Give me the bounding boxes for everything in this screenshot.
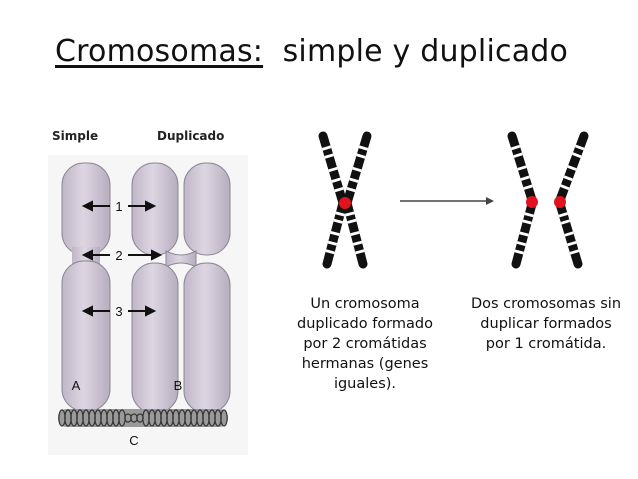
condensed-chromosome [58, 409, 228, 427]
title-underlined: Cromosomas: [55, 34, 264, 69]
marker-2: 2 [115, 248, 122, 263]
caption-duplicated: Un cromosoma duplicado formado por 2 cro… [297, 296, 433, 392]
chromosome-band [519, 231, 529, 237]
label-duplicado: Duplicado [157, 129, 225, 143]
caption-unduplicated: Dos cromosomas sin duplicar formados por… [470, 296, 622, 352]
chromosome-band [513, 152, 523, 158]
chromatid-arm [342, 131, 372, 208]
chromosome-band [355, 249, 365, 255]
chromosome-band [324, 153, 334, 159]
letter-b: B [174, 378, 183, 393]
chromosome-band [567, 165, 577, 171]
chromosome-band [563, 175, 573, 182]
coil-loop [220, 409, 228, 427]
chromosome-band [333, 218, 343, 224]
centromere [554, 196, 566, 208]
unduplicated-chromosomes-diagram [507, 131, 589, 269]
chromosome-band [560, 219, 571, 225]
chromosome-illustration: 1 2 3 A B C [48, 155, 248, 455]
chromatid-arm [555, 131, 589, 205]
chromosome-band [347, 218, 357, 224]
chromosome-band [335, 211, 345, 217]
chromatid-arm [511, 199, 537, 269]
centromere [526, 196, 538, 208]
chromosome-band [358, 145, 369, 151]
chromosome-band [560, 184, 570, 191]
chromosome-band [356, 153, 366, 159]
chromosome-band [569, 249, 580, 255]
chromosome-band [567, 240, 577, 247]
chromosome-band [327, 240, 338, 246]
chromosome-band [321, 145, 332, 151]
letter-a: A [72, 378, 81, 393]
chromosome-band [334, 186, 344, 193]
chromosome-band [516, 241, 527, 247]
marker-arrows [81, 200, 163, 317]
simple-chromosome [61, 162, 111, 412]
label-simple: Simple [52, 129, 99, 143]
chromosome-band [345, 211, 355, 217]
title-rest: simple y duplicado [282, 34, 569, 69]
chromosome-band [558, 212, 568, 218]
chromatid-arm [322, 198, 348, 269]
chromosome-band [517, 165, 527, 171]
chromosome-band [331, 177, 341, 183]
chromosome-band [330, 231, 340, 236]
duplicated-chromosome [131, 162, 231, 414]
chromatid-arm [342, 198, 368, 269]
chromosome-band [328, 166, 338, 173]
chromosome-band [350, 231, 360, 236]
chromosome-band [522, 219, 532, 225]
letter-c: C [129, 433, 138, 448]
chromosome-band [523, 184, 533, 190]
chromatid-arm [555, 199, 583, 269]
chromosome-band [574, 144, 585, 151]
transition-arrow [400, 197, 494, 205]
chromosome-band [510, 144, 521, 151]
chromosome-band [572, 152, 582, 159]
chromosome-band [564, 231, 574, 237]
marker-1: 1 [115, 199, 122, 214]
single-chromatid-right [554, 131, 589, 269]
single-chromatid-left [507, 131, 538, 269]
chromosome-band [352, 240, 363, 246]
chromosome-band [520, 175, 530, 181]
marker-3: 3 [115, 304, 122, 319]
duplicated-chromosome-diagram [318, 131, 372, 269]
chromosome-band [352, 166, 362, 173]
chromosome-band [514, 249, 524, 255]
chromosome-band [524, 212, 534, 218]
chromatid-arm [318, 131, 348, 208]
centromere [339, 197, 351, 209]
chromosome-band [325, 249, 335, 255]
chromosome-band [346, 186, 356, 193]
chromatid-arm [507, 131, 537, 205]
x-chromosome [318, 131, 372, 269]
chromosome-band [349, 177, 359, 183]
page-title: Cromosomas: simple y duplicado [55, 34, 568, 69]
